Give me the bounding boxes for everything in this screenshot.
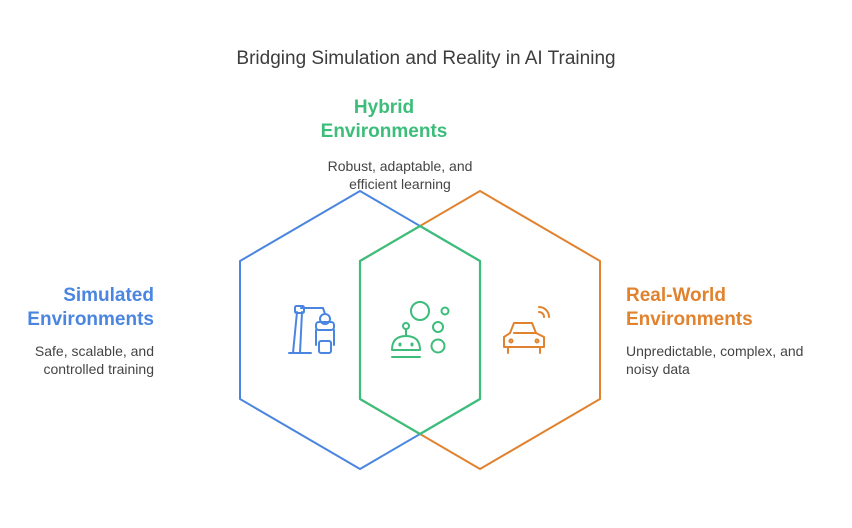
hybrid-overlap-hexagon [358,224,482,436]
connected-car-icon [503,306,550,354]
simulated-heading: Simulated Environments [0,284,154,332]
robotic-arm-icon [288,305,335,354]
hybrid-desc-line2: efficient learning [349,176,451,192]
real-world-heading: Real-World Environments [626,284,836,332]
real-world-heading-line2: Environments [626,309,753,330]
diagram-title: Bridging Simulation and Reality in AI Tr… [236,48,616,69]
hybrid-heading-line2: Environments [320,121,448,142]
real-world-heading-line1: Real-World [626,285,726,306]
robot-bubbles-icon [391,301,450,358]
hybrid-desc-line1: Robust, adaptable, and [327,158,473,174]
simulated-description: Safe, scalable, and controlled training [0,342,154,378]
real-world-description: Unpredictable, complex, and noisy data [626,342,846,378]
simulated-heading-line2: Environments [27,309,154,330]
hybrid-description: Robust, adaptable, and efficient learnin… [280,157,520,193]
simulated-heading-line1: Simulated [63,285,154,306]
real-world-desc-line1: Unpredictable, complex, and [626,343,804,359]
real-world-desc-line2: noisy data [626,361,690,377]
simulated-desc-line1: Safe, scalable, and [34,343,154,359]
simulated-desc-line2: controlled training [43,361,154,377]
hybrid-heading-line1: Hybrid [353,97,415,118]
hybrid-heading: Hybrid Environments [284,96,484,144]
